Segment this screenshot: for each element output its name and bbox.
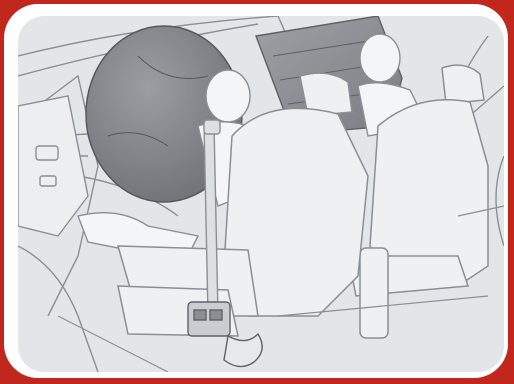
white-panel (4, 4, 508, 378)
illustration-scene (18, 16, 504, 372)
airbag-illustration (18, 16, 504, 372)
